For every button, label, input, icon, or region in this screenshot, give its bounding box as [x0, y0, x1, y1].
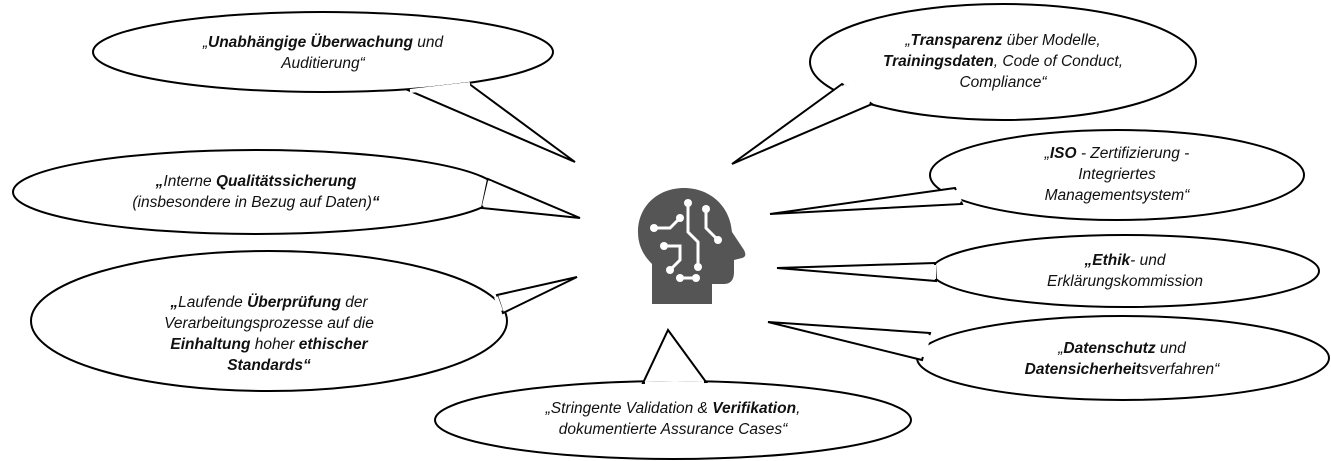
- bubble-line: Integriertes: [987, 164, 1247, 185]
- bold-text-run: Transparenz: [910, 32, 1003, 49]
- speech-bubble-iso: [769, 129, 1305, 221]
- bubble-line: dokumentierte Assurance Cases“: [508, 419, 838, 440]
- bold-text-run: Einhaltung: [170, 336, 251, 353]
- bubble-line: „ISO - Zertifizierung -: [987, 143, 1247, 164]
- bubble-line: Verarbeitungsprozesse auf die: [109, 313, 429, 334]
- speech-bubble-ueberpruefung: [30, 250, 578, 392]
- bold-text-run: Trainingsdaten: [882, 53, 994, 70]
- bubble-line: „Ethik- und: [1005, 250, 1245, 271]
- bubble-line: Auditierung“: [173, 53, 473, 74]
- bubble-text-transparenz: „Transparenz über Modelle,Trainingsdaten…: [843, 30, 1163, 93]
- text-run: über Modelle,: [1002, 32, 1101, 49]
- speech-bubble-ueberwachung: [92, 11, 576, 163]
- bold-text-run: „: [170, 294, 179, 311]
- bold-text-run: Verifikation: [712, 400, 797, 417]
- text-run: - Zertifizierung -: [1076, 145, 1190, 162]
- bubble-line: „Interne Qualitätssicherung: [96, 171, 416, 192]
- bold-text-run: „: [155, 173, 164, 190]
- text-run: (insbesondere in Bezug auf Daten): [132, 194, 372, 211]
- bubble-line: „Datenschutz und: [987, 338, 1257, 359]
- text-run: Integriertes: [1078, 166, 1156, 183]
- bold-text-run: ISO: [1049, 145, 1077, 162]
- bold-text-run: „Ethik: [1084, 252, 1131, 269]
- text-run: Auditierung“: [281, 55, 365, 72]
- text-run: Compliance“: [959, 74, 1047, 91]
- text-run: Verarbeitungsprozesse auf die: [164, 315, 374, 332]
- circuit-nodes: [650, 199, 722, 282]
- bold-text-run: Datenschutz: [1063, 340, 1156, 357]
- text-run: dokumentierte Assurance Cases“: [558, 421, 788, 438]
- speech-bubble-datenschutz: [767, 315, 1330, 401]
- bubble-line: (insbesondere in Bezug auf Daten)“: [96, 192, 416, 213]
- bubble-line: Standards“: [109, 355, 429, 376]
- speech-bubble-qualitaet: [12, 149, 581, 235]
- text-run: Interne: [163, 173, 216, 190]
- speech-bubble-transparenz: [731, 3, 1197, 165]
- bubble-text-qualitaet: „Interne Qualitätssicherung(insbesondere…: [96, 171, 416, 213]
- bold-text-run: “: [371, 194, 380, 211]
- text-run: hoher: [250, 336, 299, 353]
- text-run: , Code of Conduct,: [993, 53, 1124, 70]
- bold-text-run: Standards“: [227, 357, 311, 374]
- bubble-line: „Laufende Überprüfung der: [109, 292, 429, 313]
- bubble-line: Datensicherheitsverfahren“: [987, 359, 1257, 380]
- text-run: sverfahren“: [1140, 361, 1220, 378]
- bubble-line: „Unabhängige Überwachung und: [173, 32, 473, 53]
- bubble-line: Trainingsdaten, Code of Conduct,: [843, 51, 1163, 72]
- text-run: Managementsystem“: [1044, 187, 1190, 204]
- text-run: ,: [796, 400, 801, 417]
- text-run: Laufende: [178, 294, 248, 311]
- bubble-text-validation: „Stringente Validation & Verifikation, do…: [508, 398, 838, 440]
- text-run: und: [412, 34, 444, 51]
- text-run: - und: [1130, 252, 1166, 269]
- speech-bubble-ethik: [776, 234, 1320, 308]
- bold-text-run: Überprüfung: [247, 294, 341, 311]
- speech-bubble-validation: [434, 328, 912, 460]
- bold-text-run: Unabhängige Überwachung: [208, 34, 413, 51]
- text-run: „: [905, 32, 911, 49]
- bubble-line: Erklärungskommission: [1005, 271, 1245, 292]
- text-run: Erklärungskommission: [1047, 273, 1203, 290]
- text-run: der: [340, 294, 368, 311]
- bubble-line: „Stringente Validation & Verifikation,: [508, 398, 838, 419]
- bubble-line: Einhaltung hoher ethischer: [109, 334, 429, 355]
- bubble-line: Managementsystem“: [987, 185, 1247, 206]
- ai-head-circuit-icon: [638, 188, 746, 304]
- text-run: „: [1058, 340, 1064, 357]
- bubble-line: Compliance“: [843, 72, 1163, 93]
- text-run: „: [202, 34, 209, 51]
- text-run: und: [1155, 340, 1186, 357]
- bold-text-run: Datensicherheit: [1024, 361, 1141, 378]
- text-run: „: [1044, 145, 1050, 162]
- bubble-line: „Transparenz über Modelle,: [843, 30, 1163, 51]
- bold-text-run: ethischer: [298, 336, 368, 353]
- text-run: „Stringente Validation &: [545, 400, 713, 417]
- bold-text-run: Qualitätssicherung: [215, 173, 357, 190]
